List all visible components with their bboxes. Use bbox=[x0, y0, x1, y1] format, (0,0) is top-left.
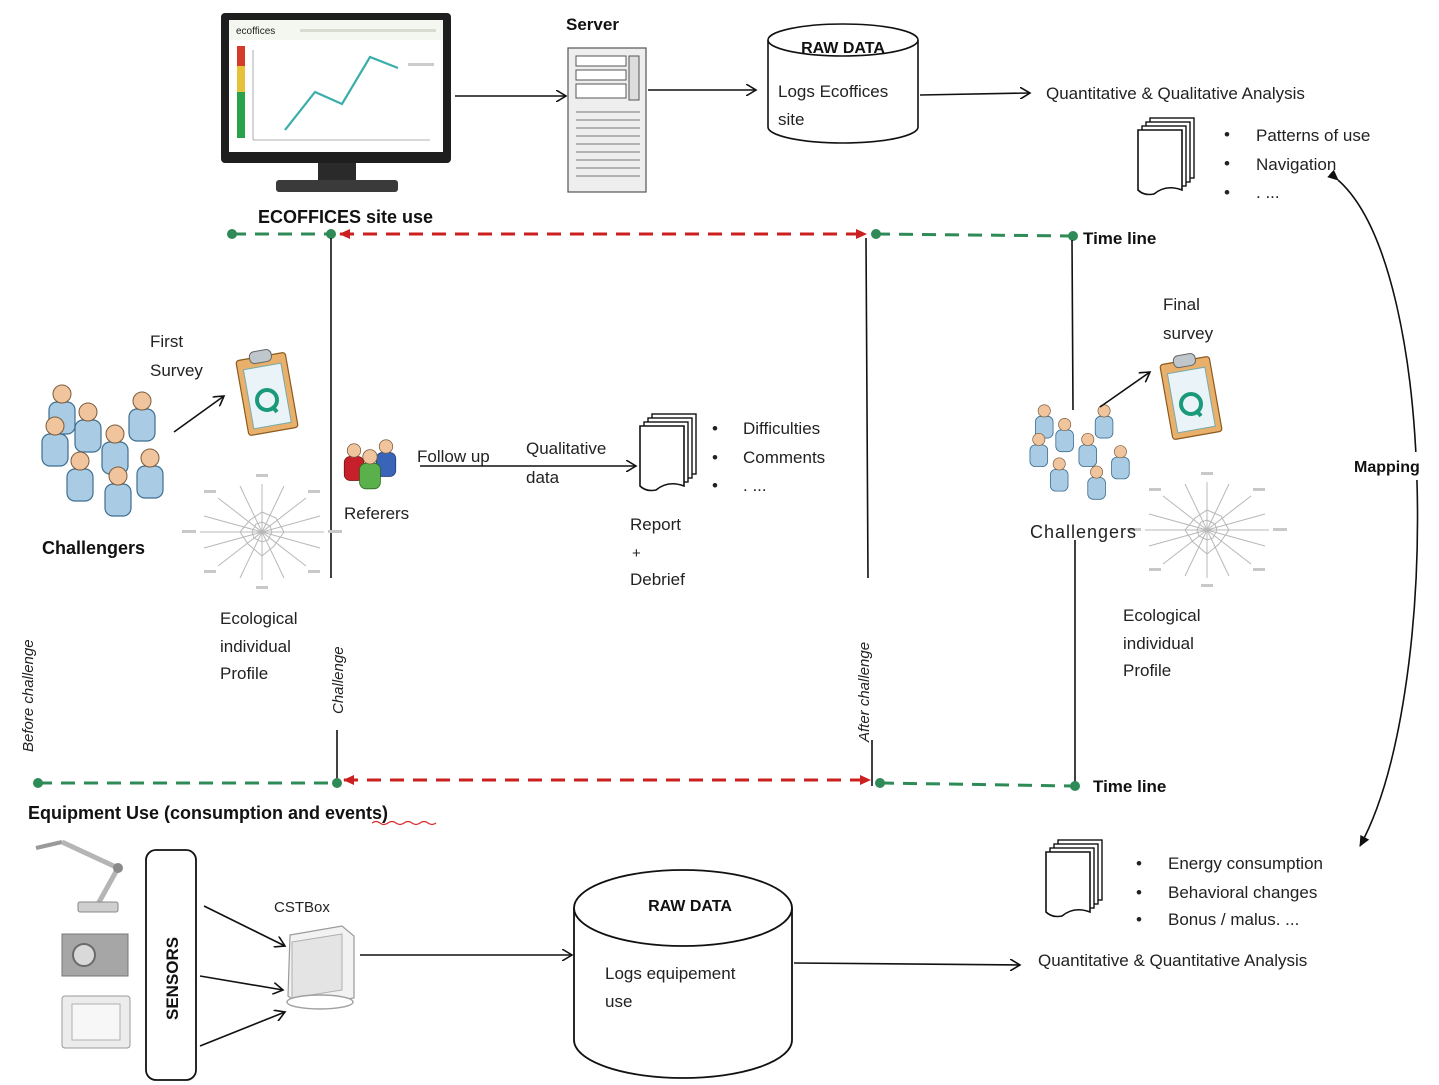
arrow-sensor3-to-cstbox bbox=[199, 1012, 285, 1047]
analysis-bottom-title: Quantitative & Quantitative Analysis bbox=[1038, 951, 1307, 970]
report-line: Report bbox=[630, 515, 681, 534]
raw-data-bottom-line2: use bbox=[605, 992, 632, 1011]
svg-text:•: • bbox=[1224, 125, 1230, 144]
analysis-top-item: Navigation bbox=[1256, 155, 1336, 174]
profile-right-line: individual bbox=[1123, 634, 1194, 653]
qualitative-data-line1: Qualitative bbox=[526, 439, 606, 458]
raw-data-cylinder-top bbox=[767, 23, 919, 144]
analysis-bottom-item: Behavioral changes bbox=[1168, 883, 1317, 902]
profile-radar-left-icon bbox=[181, 473, 343, 590]
raw-data-top-line1: Logs Ecoffices bbox=[778, 82, 888, 101]
svg-text:•: • bbox=[712, 476, 718, 495]
spellcheck-underline bbox=[371, 820, 437, 826]
challengers-left-label: Challengers bbox=[42, 538, 145, 558]
svg-text:•: • bbox=[1136, 854, 1142, 873]
top-timeline-label: Time line bbox=[1083, 229, 1156, 248]
final-survey-clipboard-icon bbox=[1157, 350, 1225, 442]
profile-right-line: Profile bbox=[1123, 661, 1171, 680]
sensor-photo-icon bbox=[61, 933, 129, 977]
bottom-timeline-label: Time line bbox=[1093, 777, 1166, 796]
raw-data-bottom-title: RAW DATA bbox=[648, 898, 732, 915]
first-survey-clipboard-icon bbox=[233, 346, 301, 438]
report-item: Comments bbox=[743, 448, 825, 467]
site-use-label: ECOFFICES site use bbox=[258, 207, 433, 227]
profile-left-line: individual bbox=[220, 637, 291, 656]
analysis-top-item: Patterns of use bbox=[1256, 126, 1370, 145]
report-line: + bbox=[632, 545, 641, 562]
analysis-bottom-item: Energy consumption bbox=[1168, 854, 1323, 873]
referers-label: Referers bbox=[344, 504, 409, 523]
monitor-brand-text: ecoffices bbox=[236, 26, 275, 37]
arrow-sensor2-to-cstbox bbox=[199, 975, 283, 990]
profile-radar-right-icon bbox=[1126, 471, 1288, 588]
qualitative-data-line2: data bbox=[526, 468, 560, 487]
server-label: Server bbox=[566, 15, 619, 34]
before-challenge-label: Before challenge bbox=[20, 639, 37, 752]
report-stack-bottom-icon bbox=[1045, 839, 1103, 918]
report-stack-middle-icon bbox=[639, 413, 697, 492]
analysis-top-list: • • • Patterns of use Navigation . ... bbox=[1224, 125, 1370, 202]
svg-text:•: • bbox=[1136, 883, 1142, 902]
svg-text:•: • bbox=[712, 419, 718, 438]
first-survey-line1: First bbox=[150, 332, 183, 351]
cstbox-icon bbox=[286, 925, 355, 1010]
profile-left-line: Profile bbox=[220, 664, 268, 683]
after-challenge-label: After challenge bbox=[856, 642, 873, 743]
raw-data-cylinder-bottom bbox=[573, 869, 793, 1079]
profile-right-line: Ecological bbox=[1123, 606, 1201, 625]
report-stack-top-icon bbox=[1137, 117, 1195, 196]
bottom-timeline bbox=[33, 775, 1080, 791]
arrow-to-first-survey bbox=[173, 396, 224, 433]
svg-text:•: • bbox=[712, 448, 718, 467]
report-item: Difficulties bbox=[743, 419, 820, 438]
analysis-bottom-item: Bonus / malus. ... bbox=[1168, 910, 1299, 929]
svg-text:•: • bbox=[1224, 154, 1230, 173]
monitor-icon: ecoffices bbox=[221, 13, 451, 192]
cstbox-label: CSTBox bbox=[274, 899, 330, 916]
svg-text:•: • bbox=[1136, 910, 1142, 929]
svg-text:•: • bbox=[1224, 183, 1230, 202]
after-line-upper bbox=[1071, 239, 1074, 411]
analysis-top-title: Quantitative & Qualitative Analysis bbox=[1046, 84, 1305, 103]
sensors-box bbox=[145, 849, 197, 1081]
raw-data-top-title: RAW DATA bbox=[801, 40, 885, 57]
top-timeline bbox=[227, 229, 1078, 241]
desk-lamp-icon bbox=[35, 839, 123, 913]
mapping-label: Mapping bbox=[1354, 459, 1420, 476]
challenge-label: Challenge bbox=[330, 646, 347, 714]
challenge-end-line-upper bbox=[865, 237, 869, 579]
arrow-sensor1-to-cstbox bbox=[203, 905, 285, 946]
report-item: . ... bbox=[743, 476, 767, 495]
challengers-group-right-icon bbox=[1029, 404, 1130, 500]
server-icon bbox=[567, 47, 647, 193]
final-survey-line2: survey bbox=[1163, 324, 1214, 343]
report-items-list: • • • Difficulties Comments . ... bbox=[712, 419, 825, 495]
report-line: Debrief bbox=[630, 570, 685, 589]
arrow-to-final-survey bbox=[1099, 372, 1150, 408]
final-survey-line1: Final bbox=[1163, 295, 1200, 314]
challengers-group-left-icon bbox=[41, 384, 164, 517]
analysis-top-item: . ... bbox=[1256, 183, 1280, 202]
mapping-arc-arrow bbox=[1327, 169, 1419, 847]
follow-up-label: Follow up bbox=[417, 447, 490, 466]
profile-left-line: Ecological bbox=[220, 609, 298, 628]
wall-switch-icon bbox=[61, 995, 131, 1049]
referers-icon bbox=[343, 439, 397, 490]
raw-data-top-line2: site bbox=[778, 110, 804, 129]
analysis-bottom-list: • • • Energy consumption Behavioral chan… bbox=[1136, 854, 1323, 929]
raw-data-bottom-line1: Logs equipement bbox=[605, 964, 736, 983]
arrow-rawdata-to-analysis bbox=[919, 93, 1030, 95]
equipment-use-label: Equipment Use (consumption and events) bbox=[28, 803, 388, 823]
arrow-rawdata-to-analysis-bottom bbox=[793, 963, 1020, 965]
challengers-right-label: Challengers bbox=[1030, 522, 1137, 542]
first-survey-line2: Survey bbox=[150, 361, 203, 380]
sensors-label: SENSORS bbox=[163, 937, 182, 1020]
